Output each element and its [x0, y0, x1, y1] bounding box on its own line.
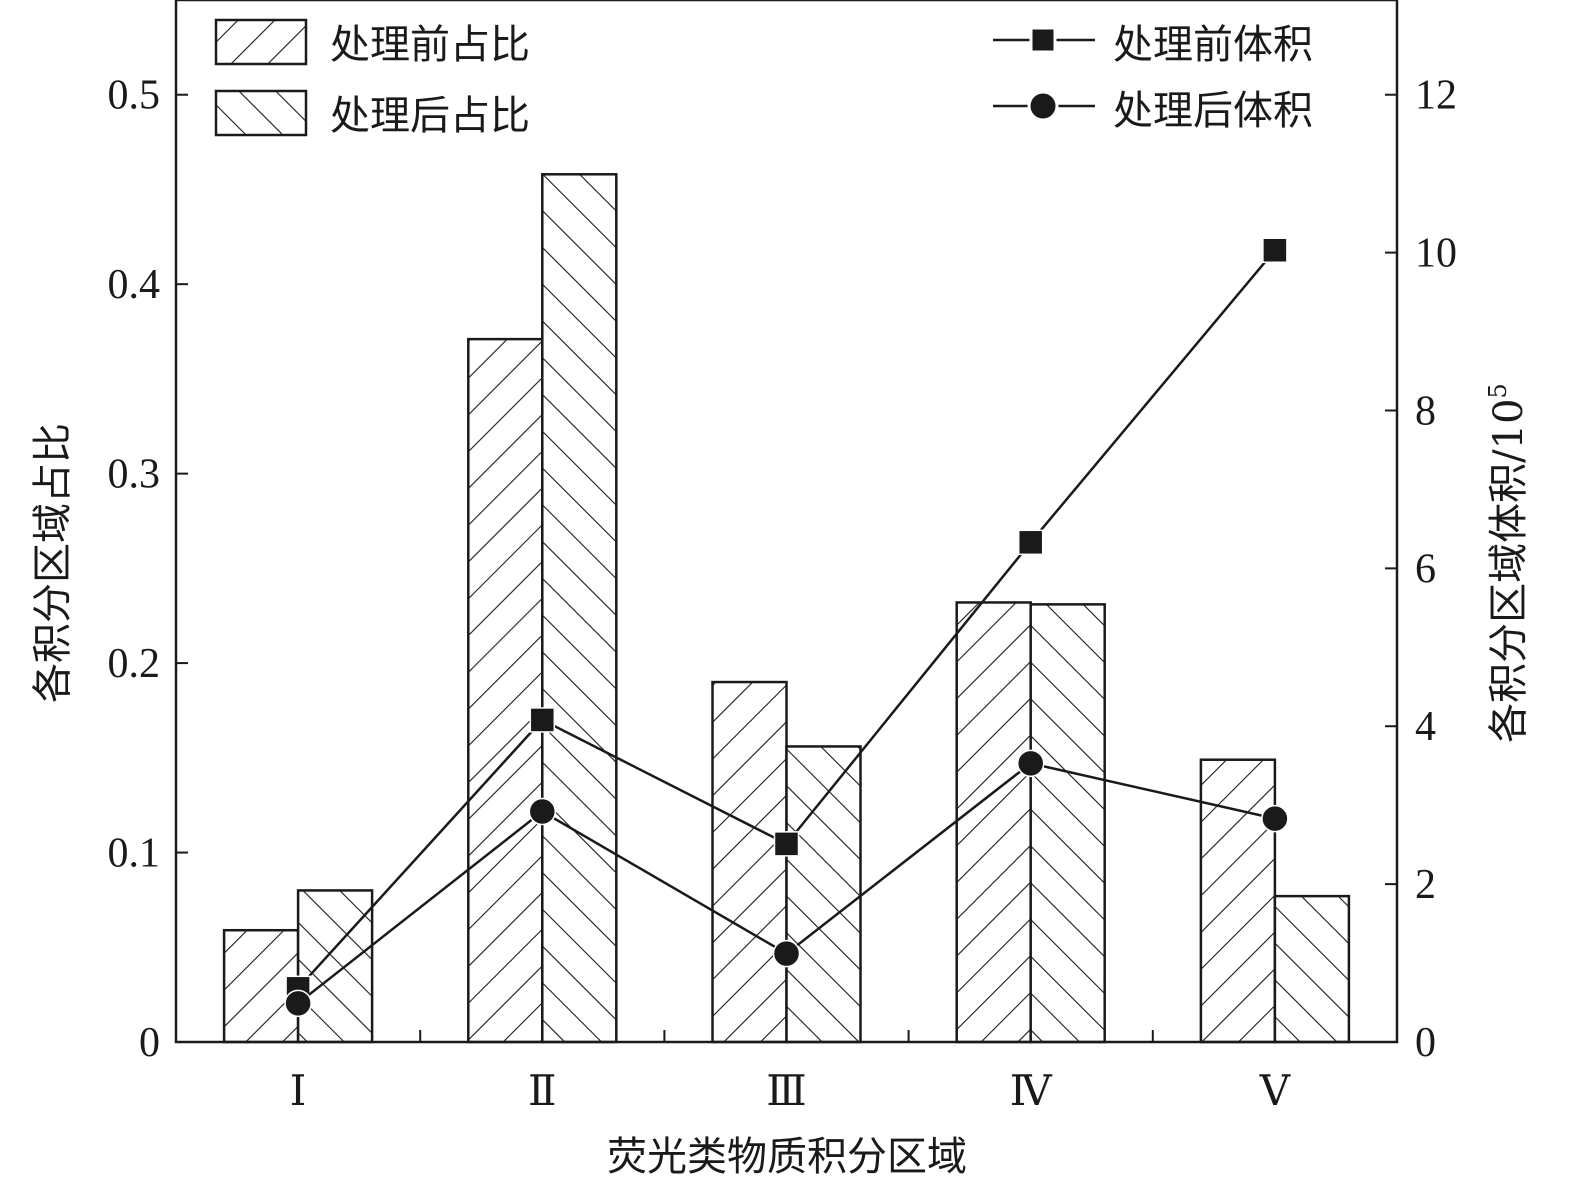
y-right-tick-label: 8	[1415, 388, 1436, 434]
bar-before-ratio-2	[467, 337, 544, 1044]
bar-after-ratio-2	[541, 173, 618, 1044]
bar-before-ratio-5	[1199, 758, 1277, 1044]
legend-label-before-volume: 处理前体积	[1113, 22, 1313, 68]
x-tick-label: Ⅱ	[528, 1069, 557, 1115]
legend-label-after-volume: 处理后体积	[1113, 88, 1313, 134]
marker-after-volume-4	[1016, 749, 1045, 778]
plot-border	[174, 0, 1399, 1044]
bar-after-ratio-5	[1273, 894, 1351, 1044]
marker-before-volume-5	[1262, 237, 1288, 263]
legend-marker-square	[1029, 26, 1057, 54]
y-left-tick-label: 0.3	[108, 452, 161, 498]
y-axis-right-title-main: 各积分区域体积/10	[1486, 398, 1532, 742]
x-tick-label: Ⅳ	[1010, 1069, 1053, 1115]
y-left-tick-label: 0.2	[108, 641, 161, 687]
bar-before-ratio-4	[955, 601, 1032, 1044]
y-left-tick-label: 0.4	[108, 262, 161, 308]
axis-ticks: 0 0.1 0.2 0.3 0.4 0.5 0 2 4 6 8 10 12Ⅰ Ⅱ Ⅲ Ⅳ Ⅴ	[108, 73, 1458, 1115]
line-series-group	[284, 237, 1289, 1018]
x-axis-title: 荧光类物质积分区域	[607, 1134, 967, 1180]
y-left-tick-label: 0.1	[108, 831, 161, 877]
legend-label-before-ratio: 处理前占比	[330, 22, 530, 68]
y-left-tick-label: 0.5	[108, 73, 161, 119]
legend-swatch-after-ratio	[214, 89, 308, 137]
x-tick-label: Ⅴ	[1259, 1069, 1291, 1115]
legend-bars: 处理前占比 处理后占比	[214, 18, 530, 139]
y-axis-left-title: 各积分区域占比	[30, 423, 76, 703]
bar-after-ratio-1	[296, 889, 374, 1044]
x-tick-label: Ⅰ	[290, 1069, 307, 1115]
y-left-tick-label: 0	[139, 1020, 160, 1066]
legend-marker-circle	[1027, 90, 1059, 122]
bar-group	[222, 173, 1351, 1044]
marker-after-volume-5	[1261, 804, 1289, 833]
y-axis-right-title: 各积分区域体积/105	[1484, 383, 1532, 743]
y-right-tick-label: 2	[1415, 862, 1436, 908]
marker-after-volume-2	[528, 797, 557, 826]
bar-before-ratio-3	[711, 680, 788, 1044]
legend-label-after-ratio: 处理后占比	[330, 93, 530, 139]
marker-before-volume-4	[1017, 529, 1044, 556]
legend-lines: 处理前体积 处理后体积	[993, 22, 1313, 134]
y-axis-right-title-exponent: 5	[1484, 383, 1512, 398]
y-right-tick-label: 0	[1415, 1020, 1436, 1066]
marker-after-volume-3	[772, 939, 801, 968]
marker-before-volume-3	[773, 831, 800, 857]
x-tick-label: Ⅲ	[766, 1069, 807, 1115]
marker-before-volume-2	[529, 707, 556, 733]
y-right-tick-label: 10	[1415, 231, 1457, 277]
bar-after-ratio-4	[1029, 603, 1106, 1044]
y-right-tick-label: 12	[1415, 73, 1457, 119]
legend-swatch-before-ratio	[214, 18, 308, 66]
marker-after-volume-1	[284, 989, 312, 1018]
y-right-tick-label: 6	[1415, 546, 1436, 592]
y-right-tick-label: 4	[1415, 704, 1436, 750]
plot-frame	[174, 0, 1399, 1044]
bar-after-ratio-3	[785, 745, 862, 1044]
